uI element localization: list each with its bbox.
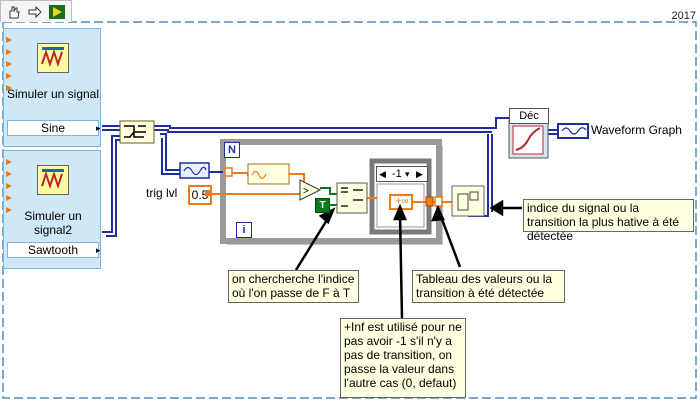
case-output-tunnel xyxy=(425,196,434,207)
version-label: 2017 xyxy=(671,10,696,22)
simulate-signal-icon xyxy=(37,43,69,73)
note-earliest-transition: indice du signal ou la transition la plu… xyxy=(523,199,694,243)
simulate-signal-icon xyxy=(37,165,69,195)
waveform-graph-label: Waveform Graph xyxy=(591,123,682,137)
decimate-label: Déc xyxy=(509,108,549,124)
trig-level-label: trig lvl xyxy=(146,186,178,200)
loop-output-tunnel xyxy=(434,196,443,207)
express-vi-title: Simuler un signal2 xyxy=(24,209,82,237)
get-waveform-y-node[interactable] xyxy=(247,163,290,185)
note-arrows xyxy=(294,199,522,319)
run-icon[interactable] xyxy=(48,4,66,25)
loop-count-terminal[interactable]: N xyxy=(224,142,240,158)
toolbar xyxy=(0,0,72,22)
express-vi-property[interactable]: Sine xyxy=(7,120,99,136)
waveform-components-node[interactable] xyxy=(179,162,210,179)
note-inf-usage: +Inf est utilisé pour ne pas avoir -1 s'… xyxy=(340,318,466,398)
note-transition-index: on chercherche l'indice où l'on passe de… xyxy=(228,270,359,303)
constant-terminal xyxy=(205,190,211,196)
greater-than-node[interactable] xyxy=(299,179,322,201)
express-vi-simulate-signal[interactable]: Simuler un signal Sine ▸ xyxy=(3,28,101,147)
svg-text:>: > xyxy=(303,186,309,197)
chevron-right-icon: ▸ xyxy=(96,123,101,133)
express-vi-simulate-signal2[interactable]: Simuler un signal2 Sawtooth ▸ xyxy=(3,150,101,269)
case-prev-icon[interactable]: ◀ xyxy=(379,169,386,179)
loop-index-terminal[interactable]: i xyxy=(236,222,252,238)
note-values-table: Tableau des valeurs ou la transition à é… xyxy=(412,270,565,303)
express-vi-title: Simuler un signal xyxy=(6,87,100,101)
inf-constant-value: +∞ xyxy=(395,196,409,207)
express-vi-property[interactable]: Sawtooth xyxy=(7,242,99,258)
case-selector[interactable]: ◀ -1 ▾ ▶ xyxy=(376,166,428,182)
boolean-wires xyxy=(320,187,337,206)
case-next-icon[interactable]: ▶ xyxy=(416,169,423,179)
loop-tunnel xyxy=(224,167,233,177)
chevron-right-icon: ▸ xyxy=(96,245,101,255)
chevron-down-icon[interactable]: ▾ xyxy=(405,169,410,179)
hand-icon[interactable] xyxy=(6,4,22,25)
true-constant[interactable]: T xyxy=(315,198,330,213)
arrow-right-icon[interactable] xyxy=(27,4,43,25)
input-terminals-icon xyxy=(6,159,12,213)
input-terminals-icon xyxy=(6,37,12,91)
case-selector-value: -1 xyxy=(392,168,402,180)
